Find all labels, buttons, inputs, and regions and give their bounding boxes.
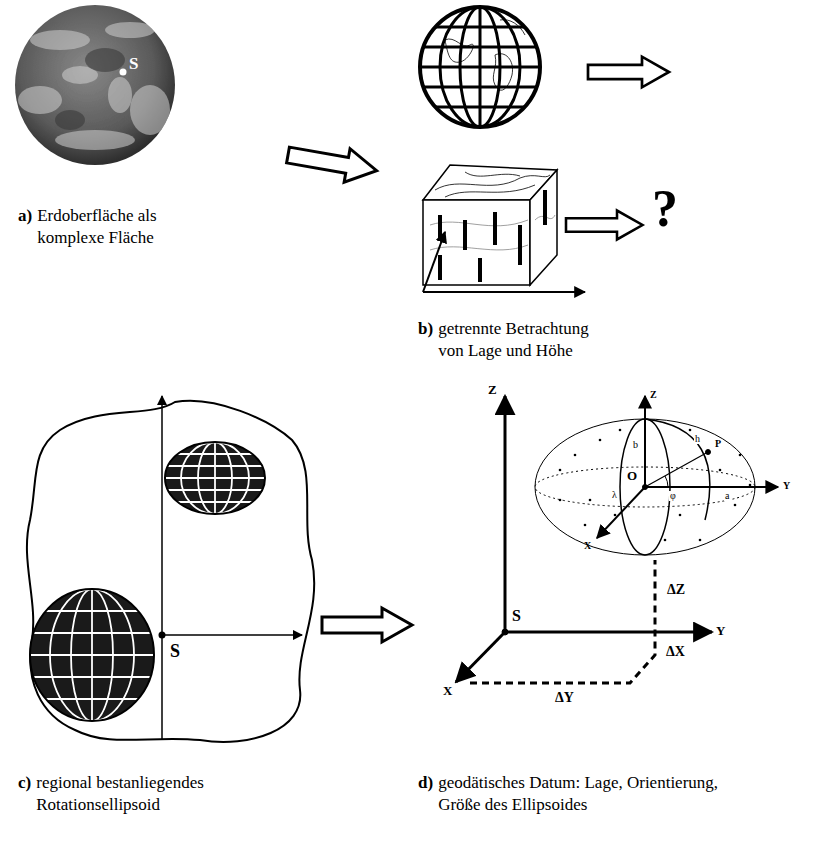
caption-letter: d) xyxy=(418,772,433,794)
axis-label: Y xyxy=(783,481,790,491)
question-mark: ? xyxy=(652,183,678,235)
height-symbol: h xyxy=(694,434,701,444)
point-label: S xyxy=(129,55,138,72)
caption-letter: a) xyxy=(18,205,32,227)
panel-caption: a)Erdoberfläche als komplexe Fläche xyxy=(18,205,207,249)
axis-symbol: b xyxy=(632,440,639,450)
axis-symbol: a xyxy=(724,491,730,501)
point-label: P xyxy=(714,439,722,449)
point-label: S xyxy=(512,608,521,624)
caption-text: geodätisches Datum: Lage, Orientierung, … xyxy=(438,772,718,816)
caption-text: regional bestanliegendes Rotationsellips… xyxy=(36,772,241,816)
geoid-outline xyxy=(27,396,314,742)
caption-letter: b) xyxy=(418,318,433,340)
earth-image xyxy=(15,5,175,165)
panel-caption: c)regional bestanliegendes Rotationselli… xyxy=(18,772,241,816)
angle-symbol: λ xyxy=(611,490,618,500)
panel-caption: d)geodätisches Datum: Lage, Orientierung… xyxy=(418,772,718,816)
globe-grid xyxy=(420,7,540,127)
terrain-block xyxy=(423,165,585,292)
axis-label: Z xyxy=(488,383,497,396)
offset-label: ΔY xyxy=(555,691,574,705)
angle-symbol: φ xyxy=(669,491,677,501)
axis-label: X xyxy=(584,541,591,551)
ellipsoid-grid xyxy=(28,440,270,722)
panel-caption: b)getrennte Betrachtung von Lage und Höh… xyxy=(418,318,618,362)
axis-label: Z xyxy=(650,390,657,400)
axis-label: X xyxy=(443,684,452,697)
ellipsoid-3d xyxy=(535,396,778,555)
origin-label: O xyxy=(627,469,637,482)
offset-label: ΔZ xyxy=(667,583,685,597)
offset-label: ΔX xyxy=(666,645,685,659)
axis-label: Y xyxy=(716,624,725,637)
point-label: S xyxy=(170,642,180,660)
caption-text: Erdoberfläche als komplexe Fläche xyxy=(37,205,207,249)
flow-arrow xyxy=(285,57,669,642)
datum-axes xyxy=(456,396,712,683)
caption-text: getrennte Betrachtung von Lage und Höhe xyxy=(438,318,618,362)
caption-letter: c) xyxy=(18,772,31,794)
